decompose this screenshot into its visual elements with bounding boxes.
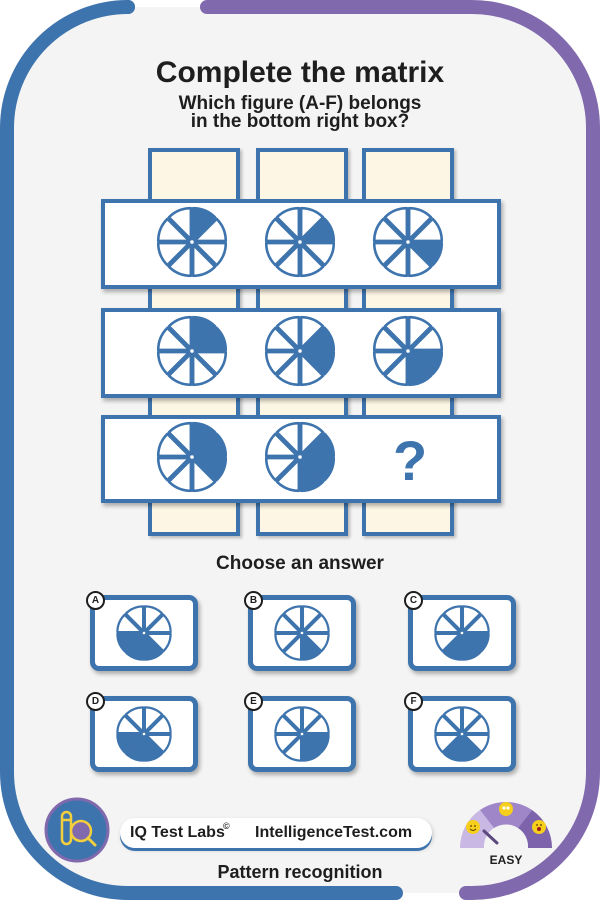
empty-slice [383,315,409,350]
empty-slice [156,217,191,243]
filled-slice [301,326,336,352]
filled-slice [407,352,433,387]
copyright-mark: © [223,821,230,831]
empty-slice [299,315,325,350]
empty-slice [167,458,193,493]
empty-slice [193,217,228,243]
neutral-face-icon [499,802,513,816]
empty-slice [275,243,301,278]
empty-slice [407,243,433,278]
empty-slice [264,217,299,243]
brand-name: IQ Test Labs [130,824,225,841]
answer-option-f[interactable]: F [404,692,516,772]
category-label: Pattern recognition [217,862,383,882]
empty-slice [167,243,193,278]
filled-slice [409,241,444,267]
answer-option-c[interactable]: C [404,591,516,671]
empty-slice [264,326,299,352]
empty-slice [299,352,325,387]
answer-option-e[interactable]: E [244,692,356,772]
matrix-cell-r3-c2-pie-icon [264,421,336,493]
matrix-cell-r2-c3-pie-icon [372,315,444,387]
empty-slice [193,241,228,267]
filled-slice [191,315,217,350]
filled-slice [193,326,228,352]
empty-slice [264,241,299,267]
empty-slice [372,241,407,267]
filled-slice [301,350,336,376]
iq-magnifier-icon [44,797,110,863]
matrix-cell-r1-c1-pie-icon [156,206,228,278]
answer-label-c: C [404,591,423,610]
answer-label-e: E [244,692,263,711]
empty-slice [372,326,407,352]
empty-slice [156,326,191,352]
answer-label-a: A [86,591,105,610]
matrix-cell-r3-c1-pie-icon [156,421,228,493]
question-line-2: in the bottom right box? [190,111,410,132]
empty-slice [167,352,193,387]
empty-slice [275,352,301,387]
empty-slice [167,315,193,350]
empty-slice [264,432,299,458]
empty-slice [407,315,433,350]
empty-slice [275,206,301,241]
empty-slice [301,241,336,267]
empty-slice [167,206,193,241]
empty-slice [409,217,444,243]
difficulty-label: EASY [489,853,523,867]
empty-slice [409,326,444,352]
website-link[interactable]: IntelligenceTest.com [255,824,413,841]
difficulty-gauge-icon [459,801,552,848]
matrix-cell-r2-c1-pie-icon [156,315,228,387]
answer-option-d[interactable]: D [86,692,198,772]
empty-slice [167,421,193,456]
empty-slice [275,421,301,456]
empty-slice [383,206,409,241]
empty-slice [372,350,407,376]
empty-slice [275,315,301,350]
empty-slice [383,352,409,387]
empty-slice [156,432,191,458]
question-line-1: Which figure (A-F) belongs [178,93,422,114]
answers-prompt: Choose an answer [216,553,384,574]
filled-slice [301,456,336,482]
empty-slice [264,350,299,376]
answer-label-f: F [404,692,423,711]
filled-slice [193,432,228,458]
answer-label-d: D [86,692,105,711]
answer-option-b[interactable]: B [244,591,356,671]
empty-slice [299,206,325,241]
answer-option-a[interactable]: A [86,591,198,671]
empty-slice [193,350,228,376]
empty-slice [407,206,433,241]
missing-cell-question-mark: ? [393,429,428,492]
filled-slice [193,456,228,482]
empty-slice [191,352,217,387]
empty-slice [299,421,325,456]
empty-slice [156,456,191,482]
filled-slice [299,458,325,493]
matrix-cell-r2-c2-pie-icon [264,315,336,387]
matrix-cell-r1-c2-pie-icon [264,206,336,278]
empty-slice [191,243,217,278]
empty-slice [383,243,409,278]
empty-slice [156,241,191,267]
brand-pill: IQ Test Labs © IntelligenceTest.com [120,818,432,848]
matrix-cell-r1-c3-pie-icon [372,206,444,278]
page-title: Complete the matrix [155,56,445,89]
empty-slice [191,458,217,493]
filled-slice [191,206,217,241]
empty-slice [275,458,301,493]
filled-slice [409,350,444,376]
answer-label-b: B [244,591,263,610]
empty-slice [299,243,325,278]
filled-slice [191,421,217,456]
empty-slice [264,456,299,482]
filled-slice [301,432,336,458]
empty-slice [156,350,191,376]
filled-slice [301,217,336,243]
empty-slice [372,217,407,243]
happy-face-icon [466,820,480,834]
